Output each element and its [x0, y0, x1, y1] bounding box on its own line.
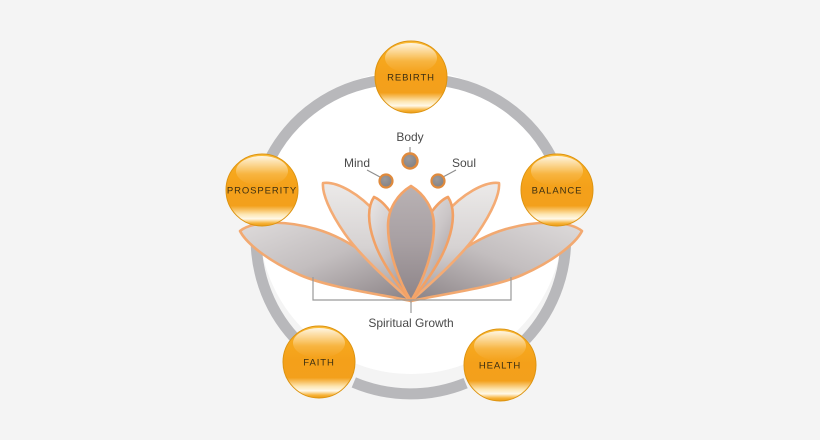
node-health[interactable]: HEALTH [463, 328, 537, 402]
mind-leader-line [366, 169, 381, 178]
ring-arc-rebirth-balance [441, 75, 556, 160]
spiritual-growth-label: Spiritual Growth [368, 316, 453, 330]
node-faith-gloss [293, 328, 345, 358]
node-balance[interactable]: BALANCE [520, 153, 594, 227]
node-health-label: HEALTH [479, 361, 521, 372]
mind-label: Mind [344, 156, 370, 170]
soul-leader-line [442, 169, 457, 178]
ring-arc-health-faith [351, 377, 468, 400]
body-label: Body [396, 130, 423, 144]
soul-dot[interactable] [430, 173, 446, 189]
mind-dot[interactable] [378, 173, 394, 189]
node-rebirth-gloss [385, 43, 437, 73]
node-faith[interactable]: FAITH [282, 325, 356, 399]
node-balance-label: BALANCE [532, 186, 583, 197]
soul-label: Soul [452, 156, 476, 170]
part-mind[interactable]: Mind [344, 156, 394, 189]
lotus-flower [238, 181, 584, 303]
lotus-petal-center [386, 184, 436, 303]
part-soul[interactable]: Soul [430, 156, 477, 189]
node-balance-gloss [531, 156, 583, 186]
part-body[interactable]: Body [396, 130, 424, 170]
wheel-nodes: REBIRTH BALANCE HEALTH FAITH [225, 40, 594, 402]
node-rebirth[interactable]: REBIRTH [374, 40, 448, 114]
node-rebirth-label: REBIRTH [387, 73, 435, 84]
node-prosperity-label: PROSPERITY [227, 186, 297, 197]
body-dot[interactable] [401, 152, 419, 170]
bracket-path [312, 277, 512, 301]
node-prosperity[interactable]: PROSPERITY [225, 153, 299, 227]
parts-group: Body Mind Soul [344, 130, 477, 189]
node-faith-label: FAITH [303, 358, 334, 369]
node-prosperity-gloss [236, 156, 288, 186]
node-health-gloss [474, 331, 526, 361]
ring-arc-prosperity-rebirth [266, 75, 381, 159]
spiritual-growth-bracket [312, 277, 512, 313]
